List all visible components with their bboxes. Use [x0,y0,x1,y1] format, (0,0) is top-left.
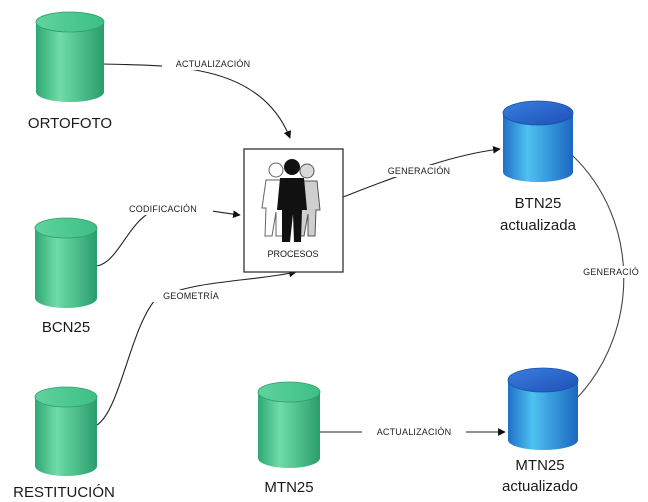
mtn25-updated-sublabel: actualizado [502,478,578,495]
edge-label-bg [162,58,264,70]
edge-label-codificacion: CODIFICACIÓN [129,204,197,214]
btn25-label: BTN25 [515,195,562,212]
procesos-box: PROCESOS [243,148,344,273]
edge-label-actualizacion-bottom: ACTUALIZACIÓN [377,427,452,437]
edge-label-bg [574,266,648,278]
edge-label-bg [375,165,463,177]
restitucion-label: RESTITUCIÓN [13,484,115,501]
edge-label-bg [115,203,213,215]
edge-label-bg [362,426,466,438]
edge-label-generacion-right: GENERACIÓ [583,267,639,277]
bcn25-label: BCN25 [42,319,90,336]
mtn25-updated-label: MTN25 [515,457,564,474]
edge-label-geometria: GEOMETRÍA [163,291,219,301]
ortofoto-database-icon [35,11,105,102]
edge-label-actualizacion-top: ACTUALIZACIÓN [176,59,251,69]
edge-ortofoto-procesos [103,63,292,139]
mtn25-label: MTN25 [264,479,313,496]
edge-label-bg [152,290,230,302]
procesos-label: PROCESOS [267,249,318,259]
people-icon [261,159,321,242]
bcn25-database-icon [34,217,98,308]
edge-label-generacion: GENERACIÓN [388,166,451,176]
btn25-sublabel: actualizada [500,217,577,234]
restitucion-database-icon [34,386,98,476]
mtn25-updated-database-icon [507,367,579,450]
mtn25-database-icon [257,381,321,468]
edge-bcn25-procesos [96,207,241,267]
ortofoto-label: ORTOFOTO [28,115,112,132]
btn25-database-icon [502,100,574,182]
